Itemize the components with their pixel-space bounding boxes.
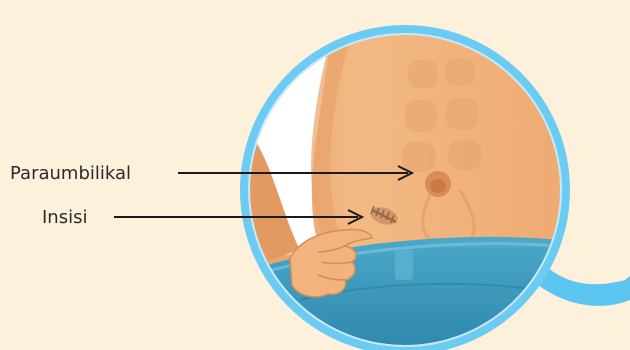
label-insisi: Insisi	[42, 208, 87, 228]
label-paraumbilikal: Paraumbilikal	[10, 164, 131, 184]
